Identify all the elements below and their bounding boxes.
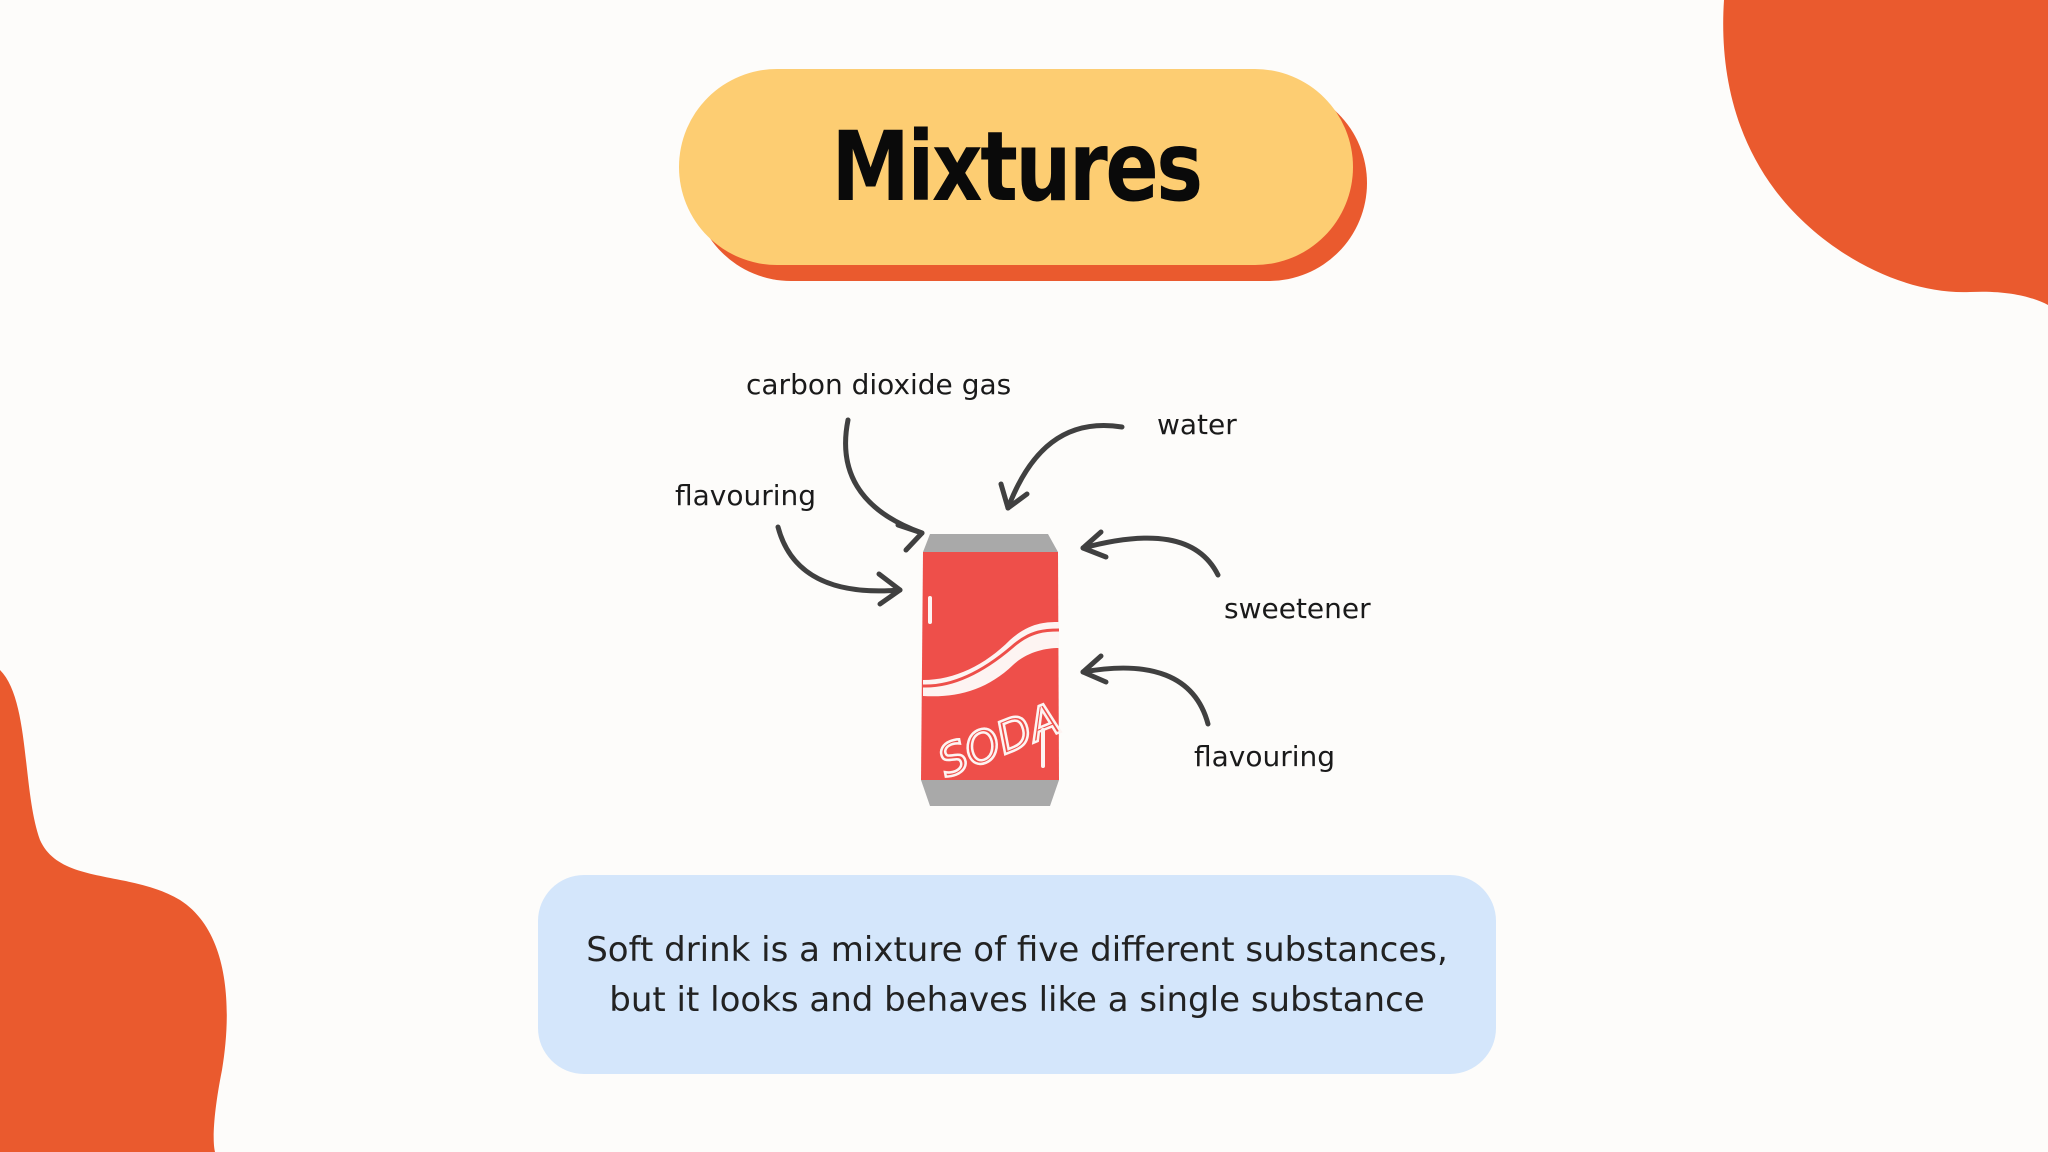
curved-arrow-icon xyxy=(998,423,1125,511)
label-carbon-dioxide-gas: carbon dioxide gas xyxy=(746,368,1012,401)
soda-can-icon: SODA xyxy=(921,534,1065,806)
page-title: Mixtures xyxy=(831,111,1203,223)
label-flavouring-left: flavouring xyxy=(675,479,817,512)
label-sweetener: sweetener xyxy=(1224,592,1371,625)
label-flavouring-right: flavouring xyxy=(1194,740,1336,773)
caption-line-2: but it looks and behaves like a single s… xyxy=(609,979,1425,1020)
curved-arrow-icon xyxy=(775,524,903,607)
caption-box: Soft drink is a mixture of five differen… xyxy=(538,875,1496,1074)
curved-arrow-icon xyxy=(843,417,925,553)
label-water: water xyxy=(1157,408,1237,441)
caption-text: Soft drink is a mixture of five differen… xyxy=(586,925,1448,1025)
curved-arrow-icon xyxy=(1080,529,1221,578)
decorative-blob-bottom-left xyxy=(0,670,227,1152)
title-badge: Mixtures xyxy=(679,69,1369,284)
decorative-blob-top-right xyxy=(1723,0,2048,305)
curved-arrow-icon xyxy=(1080,653,1211,727)
title-badge-pill: Mixtures xyxy=(679,69,1353,265)
caption-line-1: Soft drink is a mixture of five differen… xyxy=(586,929,1448,970)
